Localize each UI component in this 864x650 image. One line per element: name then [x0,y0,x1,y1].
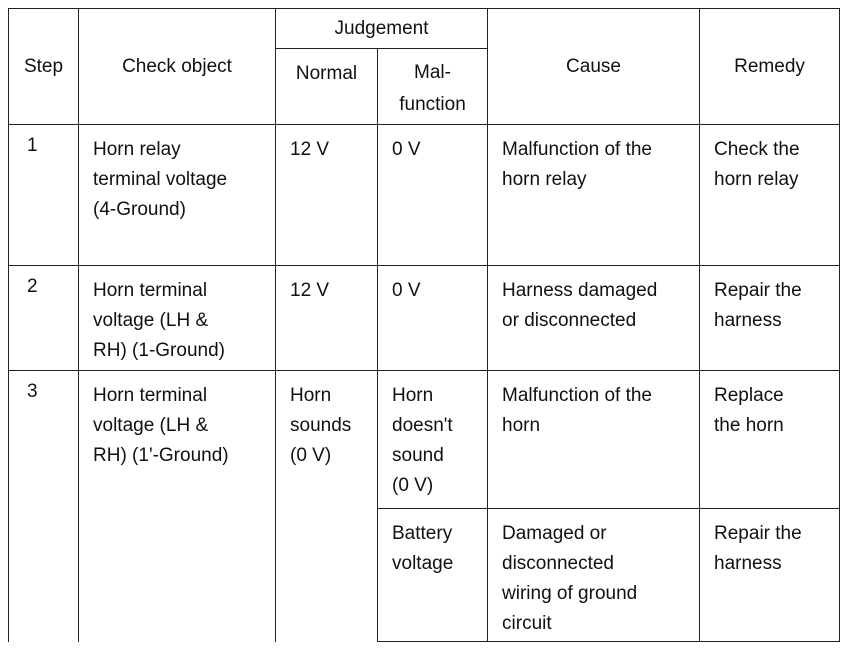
cell-line: Horn relay [93,139,181,160]
cell-line: Battery [392,523,453,544]
step-cell: 1 [8,124,79,266]
cell-line: or disconnected [502,310,637,331]
cell-line: Replace [714,385,784,406]
header-check-object: Check object [78,8,276,125]
cell-line: Horn [392,385,434,406]
cell-line: circuit [502,613,552,634]
cell-line: RH) (1-Ground) [93,340,225,361]
header-row: Step Check object Judgement Cause Remedy [8,8,841,125]
cell-line: terminal voltage [93,169,228,190]
normal-cell: 12 V [275,265,378,371]
table-row: Battery voltage Damaged or disconnected wir… [9,508,841,642]
cell-line: Horn terminal [93,280,208,301]
diagnosis-table: Step Check object Judgement Cause Remedy… [8,8,841,642]
cell-line: Damaged or [502,523,607,544]
cell-line: Horn [290,385,332,406]
table-row: 2 Horn terminal voltage (LH & RH) (1-Groun… [8,265,841,371]
table-row: 3 Horn terminal voltage (LH & RH) (1'-Grou… [8,370,841,642]
check-object-cell: Horn terminal voltage (LH & RH) (1'-Ground… [78,370,276,642]
cell-line: Malfunction of the [502,385,652,406]
normal-cell: 12 V [275,124,378,266]
cell-line: (0 V) [290,445,332,466]
malfunction-cell: Battery voltage [376,508,489,642]
cell-line: horn [502,415,541,436]
subheader-row: Normal Mal- function [9,48,840,125]
header-judgement: Judgement [274,8,489,49]
step-cell: 2 [8,265,79,371]
malfunction-cell: 0 V [376,124,489,266]
cell-line: harness [714,310,782,331]
cause-cell: Malfunction of the horn relay [487,124,701,266]
header-malfunction: Mal- function [376,48,489,125]
remedy-cell: Repair the harness [699,508,841,642]
cell-line: Harness damaged [502,280,658,301]
check-object-cell: Horn terminal voltage (LH & RH) (1-Ground) [78,265,276,371]
cause-cell: Malfunction of the horn [487,370,701,509]
header-step: Step [8,8,79,125]
cell-line: Horn terminal [93,385,208,406]
remedy-cell: Replace the horn [699,370,841,509]
remedy-cell: Check the horn relay [699,124,841,266]
cell-line: wiring of ground [502,583,638,604]
normal-cell: Horn sounds (0 V) [275,370,378,642]
cell-line: Malfunction of the [502,139,652,160]
cell-line: voltage (LH & [93,310,209,331]
cell-line: (0 V) [392,475,434,496]
check-object-cell: Horn relay terminal voltage (4-Ground) [78,124,276,266]
table-row: 1 Horn relay terminal voltage (4-Ground) 1… [8,124,841,266]
cell-line: sounds [290,415,352,436]
cell-line: 12 V [290,280,330,301]
header-malfunction-line2: function [399,94,466,115]
cause-cell: Harness damaged or disconnected [487,265,701,371]
cell-line: horn relay [714,169,799,190]
header-cause: Cause [487,8,701,125]
cell-line: RH) (1'-Ground) [93,445,229,466]
cell-line: horn relay [502,169,587,190]
cell-line: 12 V [290,139,330,160]
header-normal: Normal [275,48,378,125]
header-malfunction-line1: Mal- [414,62,451,83]
cell-line: 0 V [392,280,421,301]
step-cell: 3 [8,370,79,642]
cell-line: the horn [714,415,784,436]
header-remedy: Remedy [699,8,841,125]
cause-cell: Damaged or disconnected wiring of ground ci… [487,508,701,642]
cell-line: 0 V [392,139,421,160]
malfunction-cell: Horn doesn't sound (0 V) [376,370,489,509]
cell-line: voltage [392,553,454,574]
remedy-cell: Repair the harness [699,265,841,371]
cell-line: Check the [714,139,800,160]
cell-line: sound [392,445,444,466]
cell-line: Repair the [714,280,802,301]
cell-line: harness [714,553,782,574]
malfunction-cell: 0 V [376,265,489,371]
cell-line: voltage (LH & [93,415,209,436]
cell-line: doesn't [392,415,453,436]
cell-line: Repair the [714,523,802,544]
cell-line: (4-Ground) [93,199,186,220]
cell-line: disconnected [502,553,614,574]
